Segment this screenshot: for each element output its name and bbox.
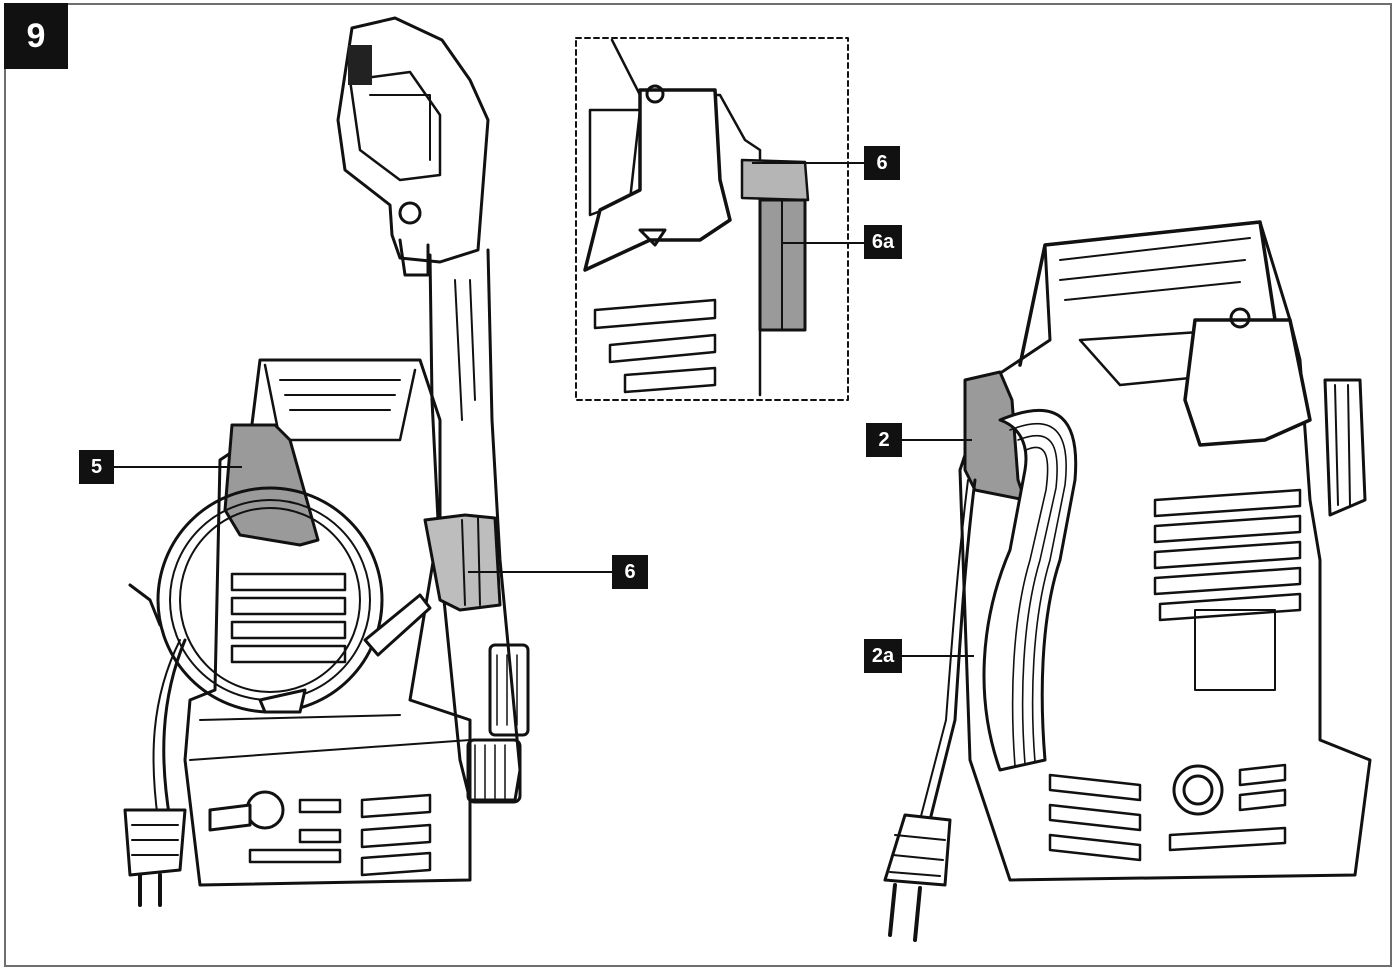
inset-frame (575, 37, 849, 401)
leader-6a-inset (782, 242, 864, 244)
spray-gun-dark-grip (348, 45, 372, 85)
inset-detail (575, 37, 849, 401)
right-pressure-washer (883, 220, 1372, 942)
leader-6-inset (752, 162, 864, 164)
spray-gun-handle (336, 16, 490, 264)
leader-6-left (468, 571, 612, 573)
spray-lance (428, 248, 522, 802)
hose-holder-5 (223, 423, 320, 547)
figure-number: 9 (4, 3, 68, 69)
left-pressure-washer (123, 16, 530, 907)
spray-gun-trigger (348, 70, 442, 182)
callout-6-inset: 6 (864, 146, 900, 180)
accessory-holder-6-inset (740, 158, 810, 202)
leader-2a (902, 655, 974, 657)
power-cord-right (928, 478, 977, 822)
leader-2 (902, 439, 972, 441)
callout-6-left: 6 (612, 555, 648, 589)
left-washer-body (183, 358, 472, 887)
callout-5: 5 (79, 450, 114, 484)
leader-5 (114, 466, 242, 468)
figure-frame (4, 3, 1392, 967)
callout-6a-inset: 6a (864, 225, 902, 259)
callout-2a: 2a (864, 639, 902, 673)
callout-2: 2 (866, 423, 902, 457)
